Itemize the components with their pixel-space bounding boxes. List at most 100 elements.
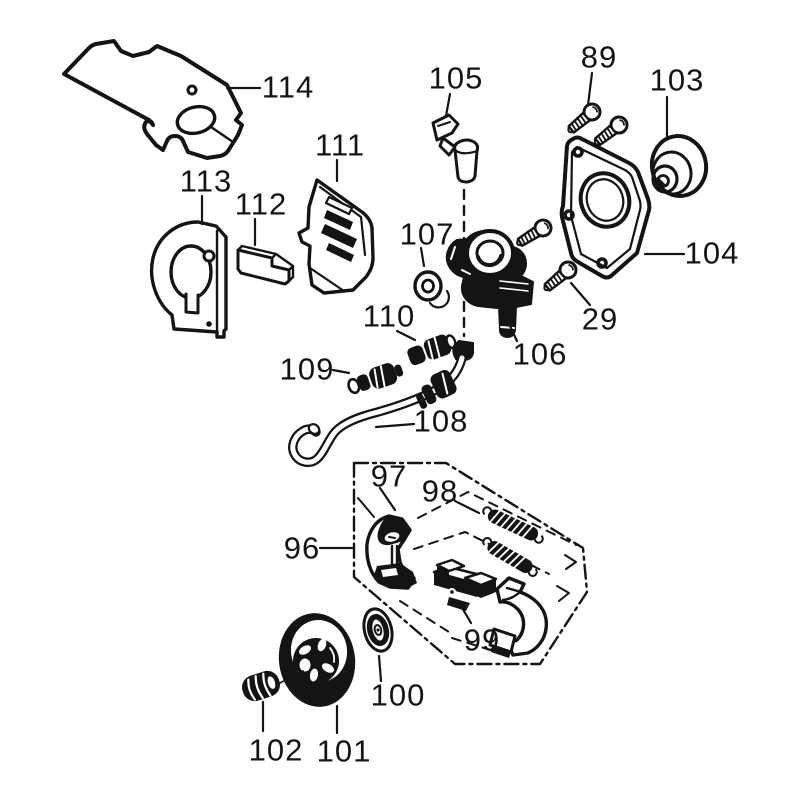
- carb-body-highlights: [450, 246, 471, 275]
- cover-slot: [184, 292, 200, 315]
- plate-bore-outer: [578, 171, 632, 229]
- plate-inner-outline: [569, 145, 642, 270]
- pinion-end: [267, 676, 276, 689]
- shoe-foot-slot: [381, 568, 398, 577]
- part-label-101: 101: [317, 734, 372, 769]
- part-label-100: 100: [371, 678, 426, 713]
- part-107-washer: [413, 270, 450, 309]
- part-108-hose: [288, 340, 474, 467]
- part-98-spring-b: [482, 537, 538, 577]
- fitting-ribs: [427, 337, 441, 360]
- washer-clip: [428, 289, 450, 309]
- leader-line-105: [444, 92, 452, 118]
- filter-nub: [394, 364, 404, 377]
- leader-line-98: [453, 499, 481, 515]
- part-label-97: 97: [371, 459, 407, 494]
- shoe-pivot-mark: [388, 536, 396, 539]
- connector-head: [431, 113, 460, 142]
- washer100-ring: [366, 614, 390, 646]
- plate-hole-3: [596, 257, 608, 269]
- drum-spoke-1: [322, 663, 334, 673]
- leader-line-99: [459, 604, 473, 625]
- washer100-dot: [376, 628, 380, 632]
- carb-bore-shadow: [476, 254, 503, 268]
- part-99-carrier: [432, 558, 498, 611]
- carrier-cube-left-top: [435, 558, 466, 573]
- plate-hole-1: [572, 146, 584, 158]
- connector-arm: [438, 136, 457, 157]
- assembly-guide-chevrons: [556, 554, 577, 602]
- baffle-slat-1: [324, 210, 353, 230]
- part-106-carburetor: [445, 229, 534, 338]
- spacer-3d-edges: [236, 244, 295, 283]
- drum-spoke-2: [309, 668, 319, 682]
- leader-line-109: [331, 368, 351, 375]
- assembly-line-box-to-shoe: [357, 497, 375, 518]
- part-label-96: 96: [284, 531, 320, 566]
- part-109-fitting: [347, 363, 404, 395]
- gasket-outline: [62, 39, 244, 160]
- part-103-grommet: [649, 134, 709, 198]
- label-layer: 1141131121111058910310429107106110109108…: [180, 40, 739, 769]
- part-label-112: 112: [235, 187, 287, 222]
- filter-collar: [357, 374, 371, 391]
- part-102-pinion: [242, 670, 280, 702]
- part-label-103: 103: [650, 63, 705, 98]
- part-99-shoe-right: [488, 576, 549, 658]
- carrier-cube-right-side: [465, 578, 481, 598]
- leader-line-89: [586, 71, 594, 107]
- drum-hub-hole: [299, 658, 311, 672]
- part-29-screw-a: [511, 215, 556, 253]
- leader-line-29: [569, 281, 592, 307]
- carrier-base: [447, 597, 470, 611]
- part-110-fitting: [407, 334, 457, 366]
- carrier-cube-right-front: [481, 579, 496, 598]
- part-112-spacer: [236, 244, 295, 286]
- shoe-right-foot-shadow: [491, 646, 511, 658]
- leader-line-97: [378, 486, 397, 512]
- drum-spoke-3: [299, 645, 311, 655]
- part-96-phantom-box: [352, 461, 589, 666]
- assembly-line-pinion-to-drum: [277, 670, 304, 685]
- baffle-slat-2: [321, 224, 357, 248]
- part-105-connector: [431, 113, 480, 184]
- part-label-105: 105: [429, 61, 484, 96]
- connector-cylinder: [453, 138, 480, 184]
- fitting-collar: [407, 345, 426, 366]
- pinion-body: [242, 670, 280, 702]
- cover-pin-hole: [206, 321, 212, 327]
- cover-notch: [202, 249, 216, 263]
- part-104-plate: [559, 135, 652, 280]
- carb-block-lines: [499, 280, 529, 292]
- connector-cylinder-top: [453, 148, 479, 155]
- plate-outline: [559, 135, 652, 280]
- part-89-screw-a: [562, 99, 605, 139]
- washer-inner: [421, 278, 435, 294]
- gasket-slit: [209, 125, 235, 144]
- part-label-109: 109: [280, 352, 335, 387]
- part-label-108: 108: [414, 404, 469, 439]
- leader-line-108: [374, 422, 416, 429]
- shoe-foot: [374, 563, 417, 589]
- carrier-pin: [450, 590, 454, 594]
- connector-head-line: [437, 121, 451, 127]
- leader-line-107: [419, 246, 426, 268]
- part-label-106: 106: [513, 337, 568, 372]
- part-114-gasket: [62, 39, 244, 160]
- hose-open-end: [307, 423, 321, 435]
- part-100-washer: [362, 607, 394, 653]
- plate-bore-inner: [585, 178, 625, 222]
- gasket-oval-hole: [175, 104, 217, 136]
- gasket-small-hole: [186, 84, 198, 96]
- part-label-89: 89: [581, 40, 617, 75]
- part-111-baffle: [297, 178, 375, 295]
- plate-hole-2: [563, 209, 575, 221]
- part-label-99: 99: [464, 623, 500, 658]
- filter-ribs: [373, 365, 386, 389]
- grommet-hole: [656, 174, 670, 188]
- part-97-clutch-shoe: [365, 514, 417, 590]
- part-113-cover: [149, 220, 228, 339]
- part-98-spring-a: [482, 506, 544, 544]
